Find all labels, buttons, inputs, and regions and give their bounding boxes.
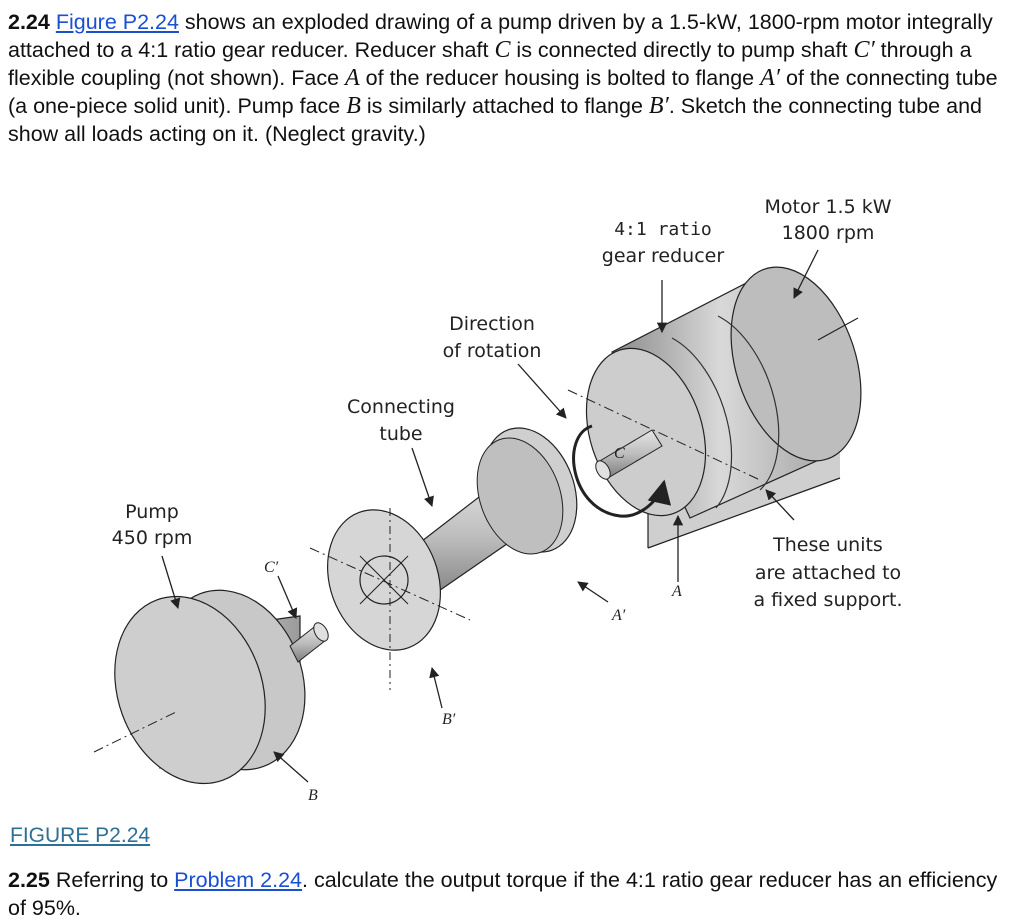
- letter-c: C: [614, 445, 625, 462]
- problem-2-25-text: 2.25 Referring to Problem 2.24. calculat…: [8, 866, 1008, 922]
- problem-text-part: is connected directly to pump shaft: [510, 38, 854, 62]
- tube-label-line2: tube: [379, 423, 422, 445]
- reducer-label-line1: 4:1 ratio: [614, 219, 712, 240]
- motor-gear-reducer: [585, 266, 862, 519]
- problem-text-part: is similarly attached to flange: [360, 94, 649, 118]
- support-label-line2: are attached to: [755, 562, 901, 584]
- letter-c-prime: C′: [264, 559, 279, 576]
- problem-link[interactable]: Problem 2.24: [174, 868, 303, 892]
- problem-text-part: through a flexible coupling (not shown).…: [8, 38, 972, 90]
- tube-label-line1: Connecting: [347, 396, 455, 418]
- problem-2-24-text: 2.24 Figure P2.24 shows an exploded draw…: [8, 8, 1008, 148]
- connecting-tube: [309, 427, 578, 690]
- motor-label-line1: Motor 1.5 kW: [765, 196, 892, 218]
- reducer-label-line2: gear reducer: [602, 245, 725, 267]
- symbol-b-prime: B′: [648, 93, 669, 119]
- reducer-shaft-c: [567, 389, 761, 481]
- rotation-label-line2: of rotation: [443, 340, 542, 362]
- symbol-c: C: [494, 37, 511, 63]
- problem-text-part: . calculate the output torque if the 4:1…: [8, 868, 998, 920]
- pump-label-line1: Pump: [125, 501, 179, 523]
- rotation-arrow: [572, 424, 672, 518]
- leader-arrows: [161, 249, 819, 783]
- symbol-a: A: [345, 65, 360, 91]
- problem-text-part: of the reducer housing is bolted to flan…: [359, 66, 761, 90]
- letter-a-prime: A′: [611, 607, 626, 624]
- letter-b-prime: B′: [442, 711, 456, 728]
- letter-b: B: [308, 787, 318, 804]
- problem-number: 2.25: [8, 868, 50, 892]
- pump: [93, 589, 329, 785]
- problem-text-part: of the connecting tube (a one-piece soli…: [8, 66, 998, 118]
- figure-caption[interactable]: FIGURE P2.24: [10, 824, 151, 847]
- problem-text-part: Referring to: [49, 868, 175, 892]
- symbol-c-prime: C′: [853, 37, 875, 63]
- problem-text-part: . Sketch the connecting tube and show al…: [8, 94, 982, 146]
- letter-a: A: [671, 583, 682, 600]
- symbol-a-prime: A′: [760, 65, 781, 91]
- problem-text-part: shows an exploded drawing of a pump driv…: [8, 10, 993, 62]
- pump-label-line2: 450 rpm: [112, 527, 193, 549]
- problem-number: 2.24: [8, 10, 50, 34]
- motor-label-line2: 1800 rpm: [782, 222, 875, 244]
- rotation-label-line1: Direction: [449, 313, 535, 335]
- figure-link[interactable]: Figure P2.24: [55, 10, 179, 34]
- support-label-line3: a fixed support.: [753, 589, 902, 611]
- support-label-line1: These units: [772, 534, 883, 556]
- symbol-b: B: [346, 93, 361, 119]
